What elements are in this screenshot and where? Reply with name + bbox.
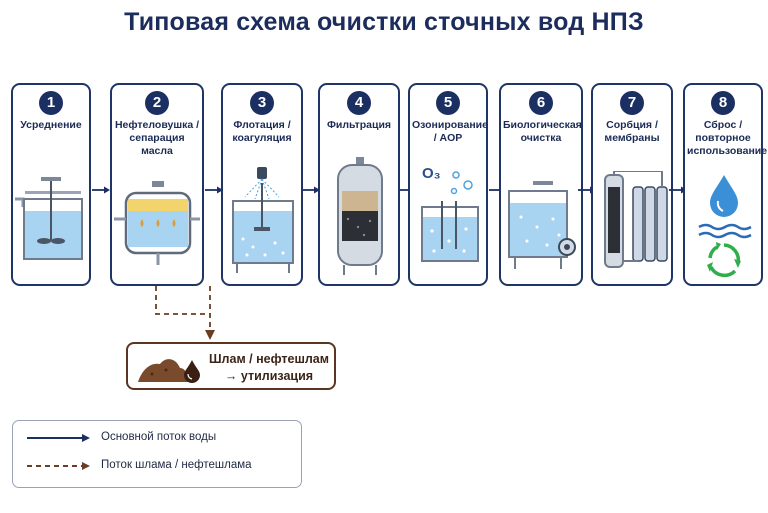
oil-separator-icon (114, 181, 200, 265)
stage-biological: 6 Биологическая очистка (499, 83, 583, 286)
bioreactor-icon (508, 181, 576, 269)
sludge-label-line2: → утилизация (224, 369, 314, 383)
stage-number: 5 (436, 91, 460, 115)
stage-oil-separator: 2 Нефтеловушка / сепарация масла (110, 83, 204, 286)
equalization-tank-icon (15, 177, 83, 260)
stage-number: 7 (620, 91, 644, 115)
sludge-pile-icon (138, 359, 200, 383)
flow-arrow (205, 186, 223, 194)
legend-main-flow-arrow (27, 434, 90, 442)
stage-sorption-membranes: 7 Сорбция / мембраны (591, 83, 673, 286)
sludge-disposal-box: Шлам / нефтешлам → утилизация (126, 342, 336, 390)
stage-number: 4 (347, 91, 371, 115)
ozone-symbol: O₃ (422, 165, 441, 182)
water-drop-icon (710, 175, 738, 217)
recycle-icon (707, 242, 741, 278)
stage-number: 8 (711, 91, 735, 115)
ozonation-tank-icon (421, 171, 479, 262)
stage-ozonation: 5 Озонирование / AOP O₃ (408, 83, 488, 286)
stage-number: 2 (145, 91, 169, 115)
flow-arrow (302, 186, 320, 194)
sludge-label-line1: Шлам / нефтешлам (208, 352, 330, 366)
stage-filtration: 4 Фильтрация (318, 83, 400, 286)
water-waves-icon (698, 223, 752, 239)
stage-number: 1 (39, 91, 63, 115)
legend-main-flow-label: Основной поток воды (101, 431, 217, 443)
legend: Основной поток воды Поток шлама / нефтеш… (12, 420, 302, 488)
stage-label: Нефтеловушка / сепарация масла (114, 119, 200, 157)
flotation-tank-icon (232, 167, 294, 273)
legend-sludge-flow-arrow (27, 462, 90, 470)
page-title: Типовая схема очистки сточных вод НПЗ (124, 8, 644, 36)
stage-discharge-reuse: 8 Сброс / повторное использование (683, 83, 768, 286)
sludge-flow-line (155, 286, 215, 340)
stage-label: Усреднение (20, 119, 82, 131)
stage-label: Сорбция / мембраны (604, 119, 660, 144)
sand-filter-icon (337, 157, 383, 275)
legend-sludge-flow-label: Поток шлама / нефтешлама (101, 459, 252, 471)
stage-equalization: 1 Усреднение (11, 83, 91, 286)
flow-arrow (92, 186, 110, 194)
membrane-module-icon (604, 171, 668, 268)
stage-label: Биологическая очистка (503, 119, 582, 144)
stage-number: 6 (529, 91, 553, 115)
stage-flotation: 3 Флотация / коагуляция (221, 83, 303, 286)
stage-label: Озонирование / AOP (412, 119, 488, 144)
stage-number: 3 (250, 91, 274, 115)
sludge-label: Шлам / нефтешлам → утилизация (206, 351, 332, 385)
stage-label: Фильтрация (326, 119, 392, 131)
stage-label: Флотация / коагуляция (232, 119, 292, 144)
stage-label: Сброс / повторное использование (687, 119, 768, 157)
